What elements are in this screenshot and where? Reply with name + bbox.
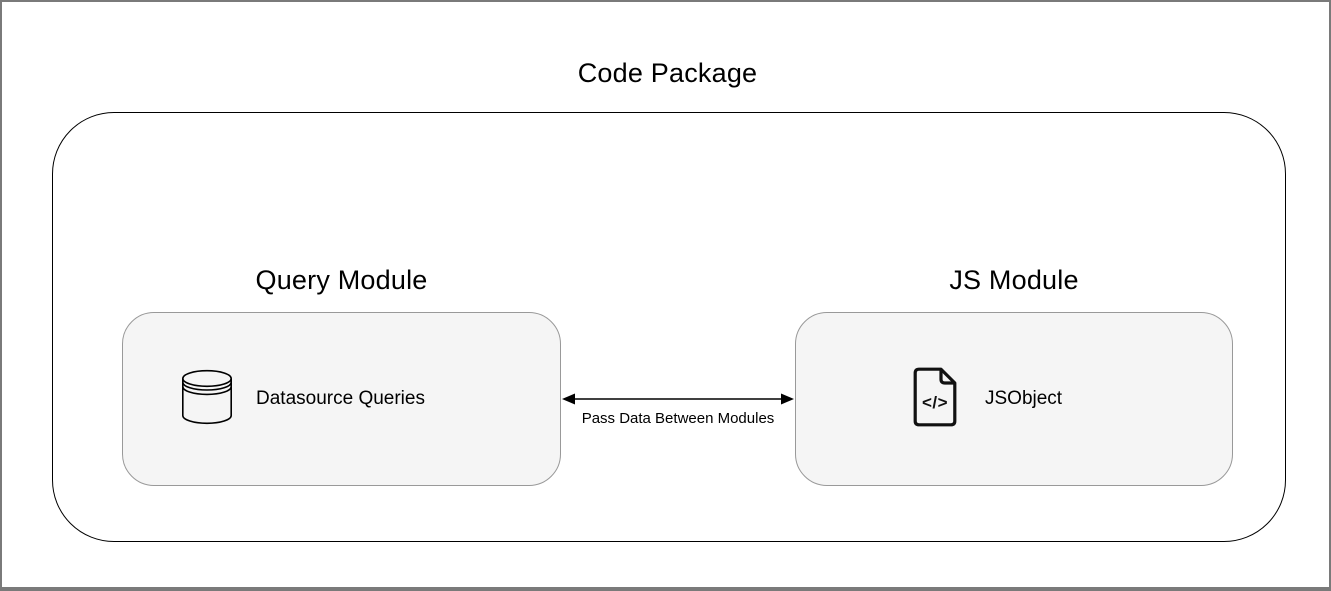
js-module-title: JS Module (949, 265, 1079, 295)
connector-label: Pass Data Between Modules (581, 410, 775, 427)
js-module-node: </> JSObject (795, 312, 1233, 486)
query-module-node: Datasource Queries (122, 312, 561, 486)
svg-text:</>: </> (922, 393, 948, 412)
js-node-label: JSObject (985, 387, 1063, 409)
code-file-icon: </> (912, 367, 958, 432)
query-module-title: Query Module (255, 265, 428, 295)
database-icon (181, 369, 233, 430)
diagram-title: Code Package (577, 58, 758, 88)
bidirectional-arrow-icon (562, 393, 794, 405)
query-node-label: Datasource Queries (256, 387, 425, 409)
